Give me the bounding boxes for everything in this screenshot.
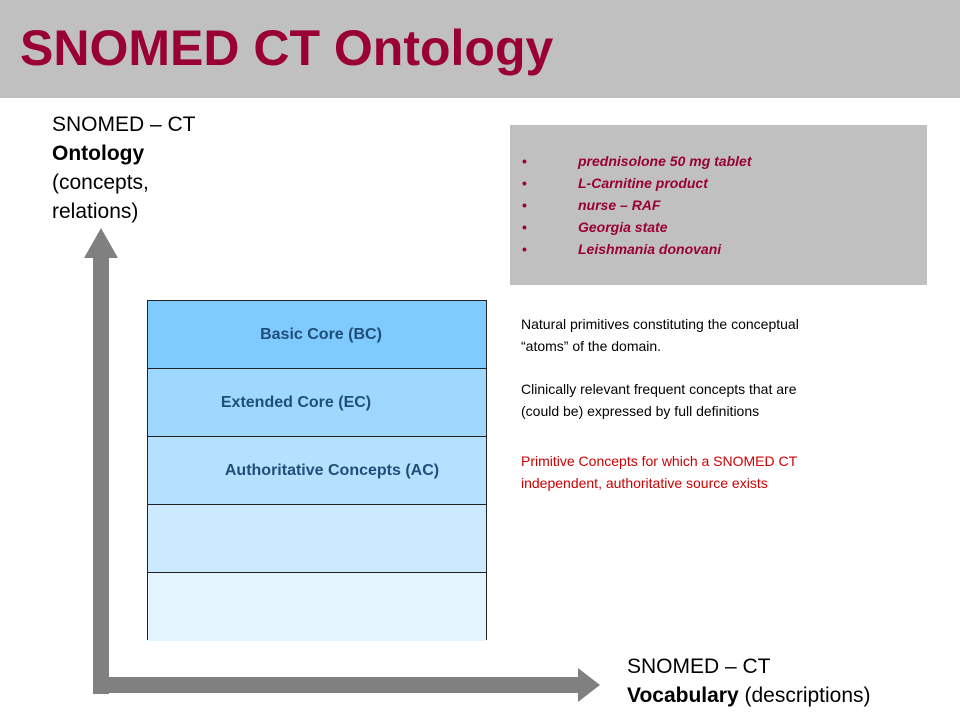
layer-4: [148, 505, 486, 573]
extended-core-description: Clinically relevant frequent concepts th…: [521, 378, 921, 422]
y-axis-label: SNOMED – CT Ontology (concepts, relation…: [52, 110, 196, 226]
example-item: • prednisolone 50 mg tablet: [522, 150, 927, 172]
example-item: • Leishmania donovani: [522, 238, 927, 260]
x-axis-label-line1: SNOMED – CT: [627, 655, 771, 678]
description-line: Clinically relevant frequent concepts th…: [521, 381, 797, 397]
description-line: “atoms” of the domain.: [521, 338, 662, 354]
description-line: independent, authoritative source exists: [521, 475, 768, 491]
authoritative-concepts-description: Primitive Concepts for which a SNOMED CT…: [521, 450, 921, 494]
basic-core-description: Natural primitives constituting the conc…: [521, 313, 921, 357]
example-concepts-box: • prednisolone 50 mg tablet • L-Carnitine …: [510, 125, 927, 285]
ontology-layer-stack: Basic Core (BC) Extended Core (EC) Autho…: [147, 300, 487, 641]
bullet-icon: •: [522, 153, 527, 169]
x-axis-label: SNOMED – CT Vocabulary (descriptions): [627, 652, 871, 710]
example-item-label: L-Carnitine product: [578, 175, 708, 191]
page-title: SNOMED CT Ontology: [20, 20, 554, 76]
layer-authoritative-concepts: Authoritative Concepts (AC): [148, 437, 486, 505]
y-axis-label-ontology: Ontology: [52, 142, 145, 165]
example-item-label: Georgia state: [578, 219, 668, 235]
horizontal-axis-arrow: [107, 668, 600, 702]
description-line: Primitive Concepts for which a SNOMED CT: [521, 453, 798, 469]
x-axis-label-descriptions: (descriptions): [738, 684, 871, 707]
y-axis-label-line1: SNOMED – CT: [52, 113, 196, 136]
layer-extended-core: Extended Core (EC): [148, 369, 486, 437]
y-axis-label-line4: relations): [52, 200, 139, 223]
bullet-icon: •: [522, 197, 527, 213]
example-item: • L-Carnitine product: [522, 172, 927, 194]
layer-basic-core: Basic Core (BC): [148, 301, 486, 369]
example-item: • Georgia state: [522, 216, 927, 238]
layer-5: [148, 573, 486, 641]
example-item-label: Leishmania donovani: [578, 241, 722, 257]
bullet-icon: •: [522, 219, 527, 235]
example-item: • nurse – RAF: [522, 194, 927, 216]
bullet-icon: •: [522, 175, 527, 191]
example-concepts-list: • prednisolone 50 mg tablet • L-Carnitine …: [522, 150, 927, 260]
description-line: Natural primitives constituting the conc…: [521, 316, 799, 332]
bullet-icon: •: [522, 241, 527, 257]
example-item-label: nurse – RAF: [578, 197, 661, 213]
example-item-label: prednisolone 50 mg tablet: [578, 153, 752, 169]
y-axis-label-line3: (concepts,: [52, 171, 149, 194]
x-axis-label-line2: Vocabulary (descriptions): [627, 681, 871, 710]
title-bar: SNOMED CT Ontology: [0, 0, 960, 98]
x-axis-label-vocabulary: Vocabulary: [627, 684, 739, 707]
description-line: (could be) expressed by full definitions: [521, 403, 760, 419]
vertical-axis-arrow: [84, 228, 118, 694]
